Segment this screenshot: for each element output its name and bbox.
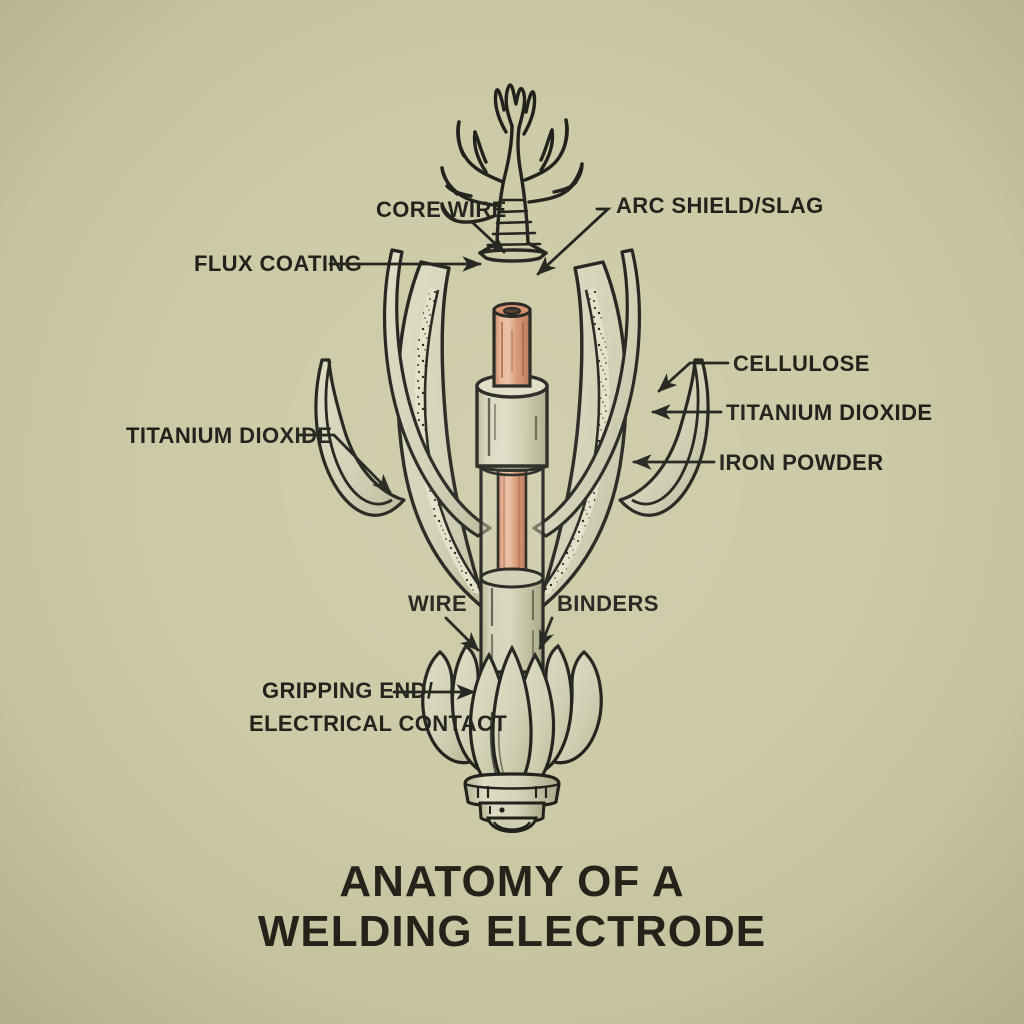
- leader-cellulose: [657, 361, 730, 393]
- label-gripping-end-line2: ELECTRICAL CONTACT: [249, 711, 507, 736]
- flux-petal-right-outer: [618, 358, 710, 517]
- core-wire-tube: [492, 302, 532, 388]
- label-arc-shield-slag: ARC SHIELD/SLAG: [616, 193, 824, 218]
- poster-title: ANATOMY OF A WELDING ELECTRODE: [258, 857, 766, 956]
- electrode-body-illustration: [475, 302, 549, 674]
- label-wire: WIRE: [408, 591, 467, 616]
- label-cellulose: CELLULOSE: [733, 351, 870, 376]
- leader-titanium-dioxide-left: [296, 433, 392, 494]
- label-flux-coating: FLUX COATING: [194, 251, 362, 276]
- label-core-wire: CORE WIRE: [376, 197, 507, 222]
- label-titanium-dioxide-right: TITANIUM DIOXIDE: [726, 400, 932, 425]
- leader-wire: [444, 616, 480, 652]
- core-wire-inside-window: [496, 468, 528, 582]
- label-titanium-dioxide-left: TITANIUM DIOXIDE: [126, 423, 332, 448]
- leader-arc-shield: [536, 207, 612, 276]
- title-line-2: WELDING ELECTRODE: [258, 907, 766, 956]
- leader-lines: [296, 207, 730, 700]
- label-gripping-end-line1: GRIPPING END/: [262, 678, 433, 703]
- flux-petal-right-inner: [532, 248, 641, 538]
- flux-coating-petals: [314, 248, 710, 613]
- title-line-1: ANATOMY OF A: [339, 857, 684, 906]
- label-iron-powder: IRON POWDER: [719, 450, 884, 475]
- flux-petal-left-inner: [383, 248, 492, 538]
- gripping-end-illustration: [421, 643, 603, 833]
- leader-binders: [538, 616, 554, 650]
- leader-core-wire: [470, 220, 506, 254]
- label-binders: BINDERS: [557, 591, 659, 616]
- arc-plume-illustration: [440, 83, 584, 263]
- label-texts: CORE WIRE ARC SHIELD/SLAG FLUX COATING C…: [126, 193, 932, 736]
